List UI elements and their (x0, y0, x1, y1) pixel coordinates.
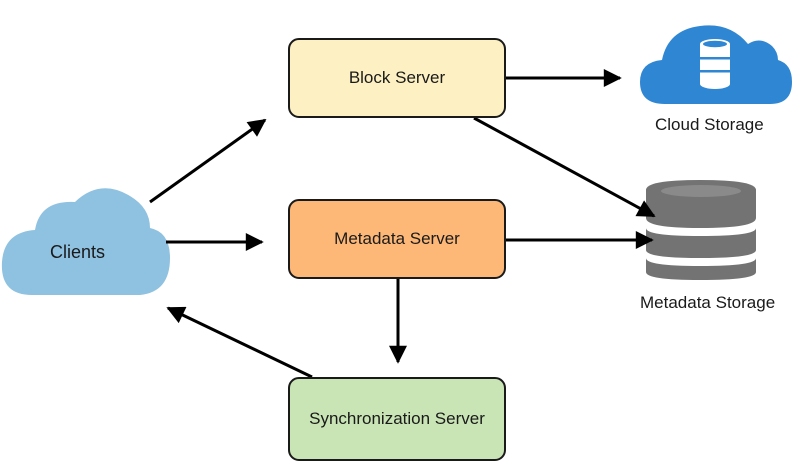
clients-label: Clients (50, 242, 106, 262)
arrow-sync-server-to-clients (166, 306, 313, 379)
metadata-server-label: Metadata Server (334, 229, 460, 248)
metadata-server-box: Metadata Server (288, 199, 506, 279)
block-server-box: Block Server (288, 38, 506, 118)
sync-server-label: Synchronization Server (309, 409, 485, 428)
cloud-storage-icon (640, 25, 792, 105)
clients-cloud-icon (1, 188, 170, 295)
cloud-storage-label: Cloud Storage (655, 115, 764, 134)
arrow-clients-to-block-server (149, 118, 267, 204)
metadata-storage-icon (646, 180, 756, 280)
block-server-label: Block Server (348, 68, 446, 87)
arrow-block-server-to-metadata-storage (473, 116, 656, 218)
metadata-storage-label: Metadata Storage (640, 293, 776, 312)
sync-server-box: Synchronization Server (288, 377, 506, 461)
